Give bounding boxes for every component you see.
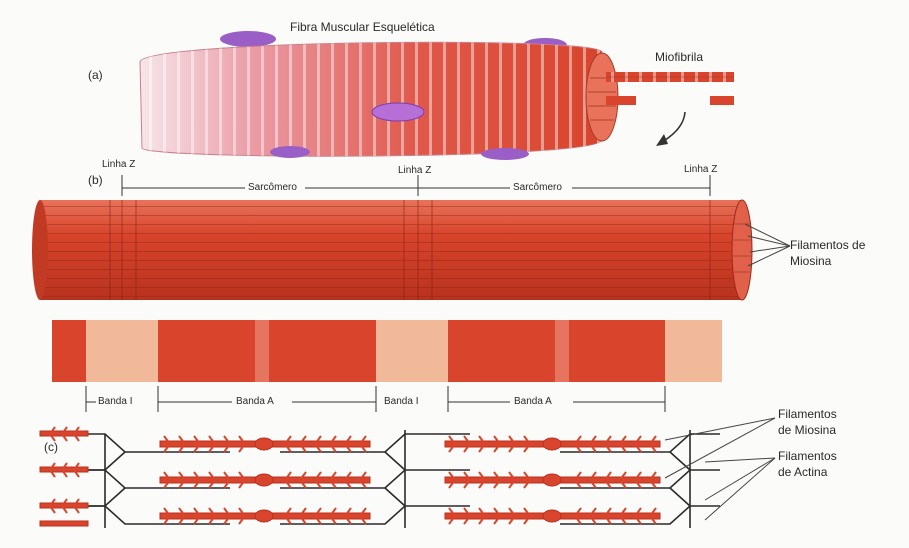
- band-strip: [52, 320, 722, 382]
- filament-lattice: [40, 427, 720, 528]
- label-filamentos-miosina-b-line1: Filamentos de: [790, 237, 865, 253]
- panel-label-c: (c): [44, 440, 58, 454]
- label-banda-i-2: Banda I: [384, 396, 418, 407]
- diagram-title: Fibra Muscular Esquelética: [290, 20, 435, 34]
- nucleus: [220, 31, 276, 47]
- panel-label-b: (b): [88, 173, 103, 187]
- nucleus: [481, 148, 529, 160]
- label-filamentos-miosina-c-line1: Filamentos: [778, 406, 837, 422]
- sarcomere-dimensions: [122, 175, 710, 196]
- label-filamentos-actina-c-line2: de Actina: [778, 464, 837, 480]
- band-dimensions: [86, 386, 665, 412]
- label-miofibrila: Miofibrila: [655, 50, 703, 64]
- label-sarcomero-2: Sarcômero: [513, 182, 562, 193]
- label-linha-z-2: Linha Z: [398, 165, 431, 176]
- label-banda-a-2: Banda A: [514, 396, 552, 407]
- panel-label-a: (a): [88, 68, 103, 82]
- myofibril-cylinder: [32, 200, 752, 300]
- label-filamentos-actina-c: Filamentos de Actina: [778, 448, 837, 480]
- label-linha-z-3: Linha Z: [684, 164, 717, 175]
- nucleus: [270, 146, 310, 158]
- nucleus: [372, 103, 424, 121]
- label-banda-i-1: Banda I: [98, 396, 132, 407]
- label-filamentos-miosina-c-line2: de Miosina: [778, 422, 837, 438]
- label-sarcomero-1: Sarcômero: [248, 182, 297, 193]
- label-linha-z-1: Linha Z: [102, 159, 135, 170]
- label-banda-a-1: Banda A: [236, 396, 274, 407]
- label-filamentos-miosina-b-line2: Miosina: [790, 253, 865, 269]
- arrow: [662, 112, 685, 142]
- myofibrils: [606, 72, 734, 105]
- label-filamentos-miosina-c: Filamentos de Miosina: [778, 406, 837, 438]
- label-filamentos-actina-c-line1: Filamentos: [778, 448, 837, 464]
- label-filamentos-miosina-b: Filamentos de Miosina: [790, 237, 865, 269]
- muscle-fiber: [140, 31, 618, 160]
